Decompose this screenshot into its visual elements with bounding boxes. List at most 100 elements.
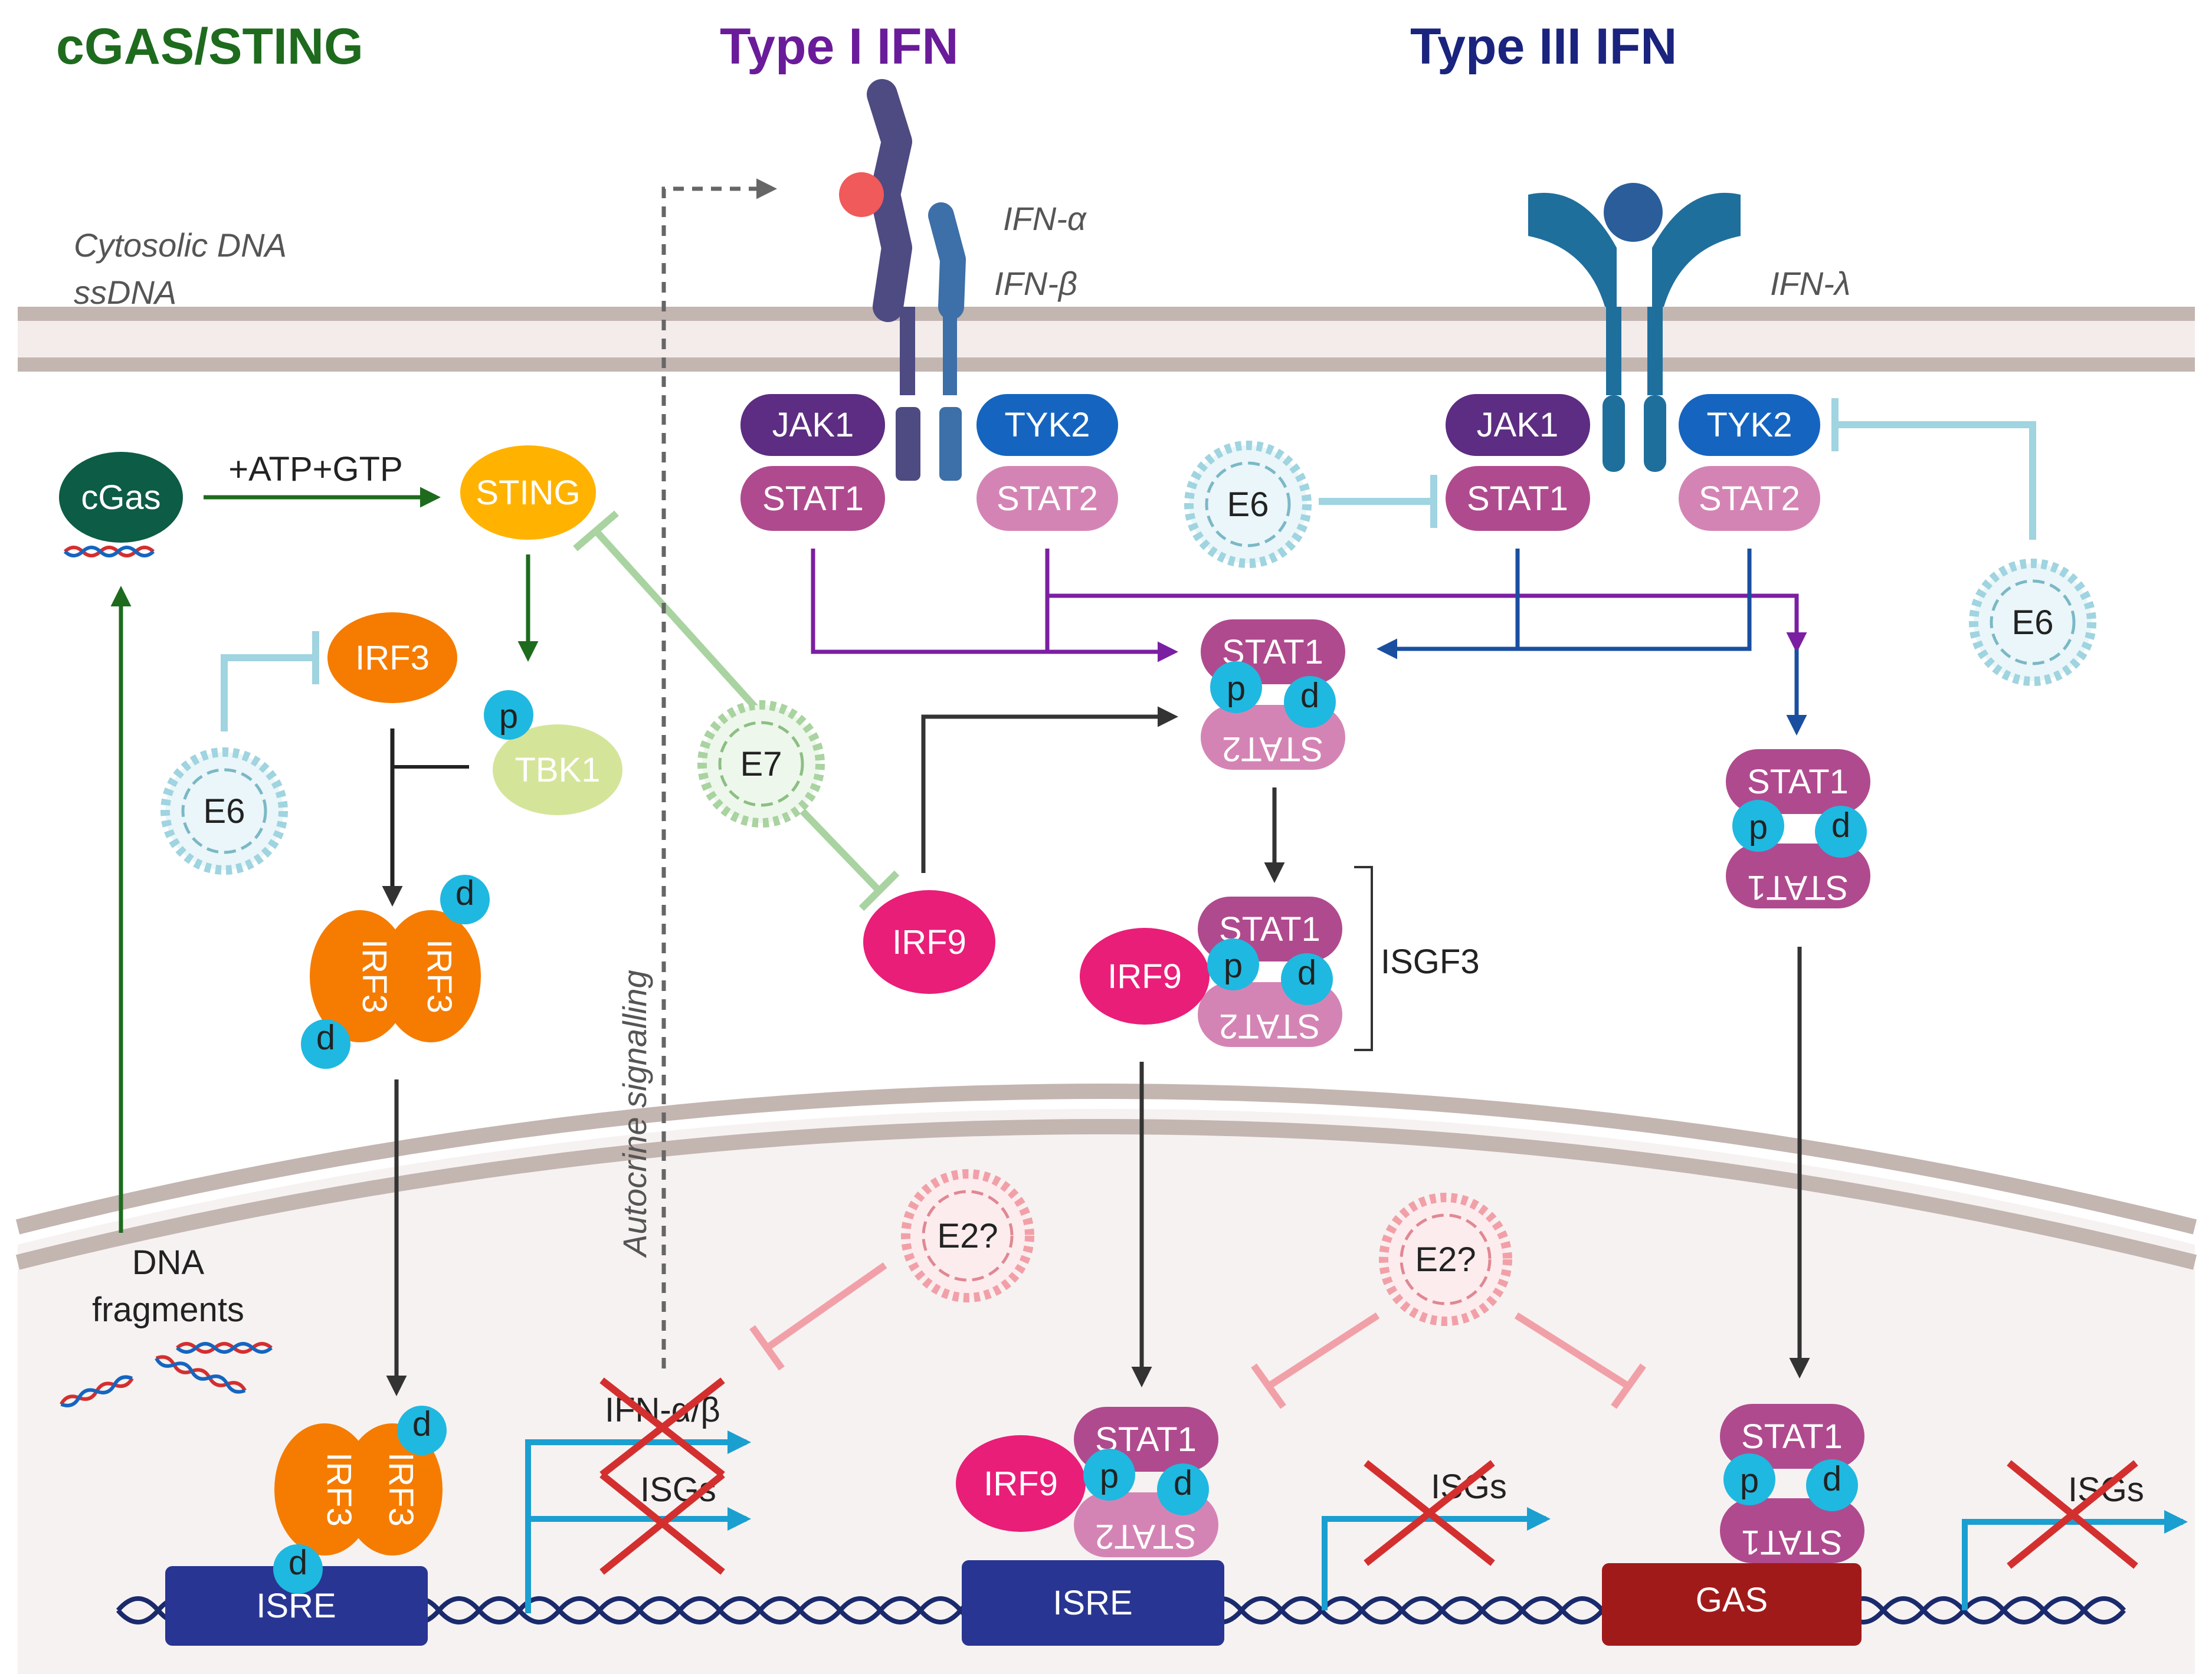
e6-virus-1: E6 <box>160 747 288 875</box>
svg-text:JAK1: JAK1 <box>772 406 854 444</box>
svg-text:E6: E6 <box>1227 485 1269 524</box>
e6-virus-2: E6 <box>1184 441 1312 568</box>
svg-text:IRF3: IRF3 <box>382 1452 420 1527</box>
e6-virus-3: E6 <box>1969 559 2096 686</box>
e7-sting-inhibition <box>593 528 764 717</box>
svg-text:STAT2: STAT2 <box>997 480 1098 518</box>
type3-stat1-path <box>1377 549 1520 659</box>
svg-text:JAK1: JAK1 <box>1477 406 1559 444</box>
svg-text:STAT1: STAT1 <box>762 480 864 518</box>
svg-text:p: p <box>1749 808 1768 846</box>
irf3-dimer-nucleus: IRF3 IRF3 p p <box>273 1406 447 1594</box>
type3-stat2-path <box>1518 549 1752 651</box>
svg-text:E2?: E2? <box>937 1217 998 1255</box>
e2-center-inhibition <box>1266 1312 1380 1390</box>
svg-text:p: p <box>289 1548 307 1587</box>
irf9-node: IRF9 <box>863 890 995 994</box>
block-cross-isgs-right <box>2007 1460 2138 1569</box>
type1-ifn-header: Type I IFN <box>720 18 959 75</box>
cytosolic-dna-label: Cytosolic DNA <box>74 227 287 264</box>
stat1-homodimer-on-gas: STAT1 STAT1 p p <box>1720 1404 1864 1563</box>
svg-text:IRF3: IRF3 <box>355 939 394 1013</box>
svg-text:STAT2: STAT2 <box>1699 480 1800 518</box>
stat1-type1: STAT1 <box>740 466 885 531</box>
block-cross-ifn <box>599 1377 725 1478</box>
autocrine-label: Autocrine signalling <box>616 970 653 1258</box>
irf3-node: IRF3 <box>327 612 457 703</box>
type3-ifn-header: Type III IFN <box>1410 18 1677 75</box>
svg-text:STAT2: STAT2 <box>1095 1517 1197 1555</box>
svg-text:p: p <box>1300 681 1319 720</box>
ifnar-receptor <box>839 79 966 481</box>
svg-text:IRF3: IRF3 <box>355 639 430 677</box>
nucleus-background <box>18 1109 2195 1674</box>
type1-stat1-path <box>811 549 1178 662</box>
e7-irf9-inhibition <box>799 808 882 894</box>
ifn-beta-label: IFN-β <box>994 265 1077 302</box>
ifn-lambda-ligand <box>1604 183 1663 242</box>
isgf3-on-isre: STAT1 STAT2 IRF9 p p <box>956 1407 1218 1557</box>
svg-text:STAT1: STAT1 <box>1747 868 1849 907</box>
tyk2-type3: TYK2 <box>1679 394 1820 456</box>
block-cross-isgs-center <box>1364 1460 1495 1566</box>
svg-text:IRF3: IRF3 <box>420 939 458 1013</box>
isgs-right-transcription-arrow <box>1962 1510 2188 1610</box>
svg-text:p: p <box>1740 1462 1759 1500</box>
isgf3-complex: STAT1 STAT2 IRF9 p p <box>1080 897 1342 1047</box>
cgas-node: cGas <box>59 452 183 543</box>
e7-virus: E7 <box>697 700 825 828</box>
gas-element: GAS <box>1602 1563 1862 1646</box>
cgas-dna-icon <box>63 546 155 557</box>
stat2-type1: STAT2 <box>976 466 1118 531</box>
svg-text:STAT2: STAT2 <box>1219 1007 1320 1045</box>
tyk2-type1: TYK2 <box>976 394 1118 456</box>
svg-text:GAS: GAS <box>1696 1581 1768 1619</box>
stat1-stat2-dimer: STAT1 STAT2 p p <box>1201 619 1345 770</box>
e6-tyk2-inhibition <box>1835 421 2036 540</box>
isre-center: ISRE <box>962 1560 1224 1646</box>
dna-fragments-label-2: fragments <box>92 1291 244 1329</box>
svg-text:STAT2: STAT2 <box>1222 730 1323 768</box>
jak1-type3: JAK1 <box>1446 394 1590 456</box>
ifn-lambda-label: IFN-λ <box>1770 265 1850 302</box>
stat2-type3: STAT2 <box>1679 466 1820 531</box>
svg-text:IRF9: IRF9 <box>1107 957 1182 996</box>
svg-text:p: p <box>1297 959 1316 997</box>
svg-text:STAT1: STAT1 <box>1741 1417 1843 1456</box>
svg-text:STING: STING <box>476 474 580 512</box>
svg-text:ISRE: ISRE <box>1053 1584 1132 1622</box>
irf3-dimer-cytoplasm: IRF3 IRF3 p p <box>301 875 490 1069</box>
e6-irf3-inhibition <box>221 654 316 731</box>
svg-text:p: p <box>1174 1469 1192 1507</box>
svg-text:STAT1: STAT1 <box>1747 763 1849 801</box>
ifn-ab-transcription-arrow <box>525 1430 751 1613</box>
type1-to-type3-path <box>1047 593 1807 653</box>
svg-text:p: p <box>412 1410 431 1448</box>
svg-text:TYK2: TYK2 <box>1706 406 1792 444</box>
svg-text:E6: E6 <box>204 792 245 831</box>
jak1-type1: JAK1 <box>740 394 885 456</box>
dna-fragments-icon <box>59 1342 273 1407</box>
e2-left-inhibition <box>765 1262 887 1351</box>
stat1-type3: STAT1 <box>1446 466 1590 531</box>
svg-text:E2?: E2? <box>1415 1240 1476 1279</box>
svg-text:cGas: cGas <box>81 478 160 517</box>
block-cross-isgs-left <box>599 1472 725 1575</box>
svg-text:IRF9: IRF9 <box>984 1465 1058 1503</box>
svg-text:p: p <box>1823 1465 1841 1503</box>
isgf3-bracket <box>1354 866 1373 1051</box>
svg-text:TBK1: TBK1 <box>515 751 600 789</box>
svg-text:IRF3: IRF3 <box>320 1452 358 1527</box>
cgas-sting-header: cGAS/STING <box>56 18 363 75</box>
svg-text:IRF9: IRF9 <box>892 923 966 961</box>
svg-text:E6: E6 <box>2012 603 2054 642</box>
tbk1-node: TBK1 <box>493 724 622 815</box>
svg-text:p: p <box>499 697 518 736</box>
atp-gtp-label: +ATP+GTP <box>228 450 402 488</box>
svg-text:TYK2: TYK2 <box>1004 406 1090 444</box>
tbk1-phospho: p <box>484 690 533 740</box>
dna-fragments-label-1: DNA <box>132 1243 205 1282</box>
e2-right-inhibition <box>1514 1312 1631 1390</box>
stat1-homodimer: STAT1 STAT1 p p <box>1726 749 1870 908</box>
